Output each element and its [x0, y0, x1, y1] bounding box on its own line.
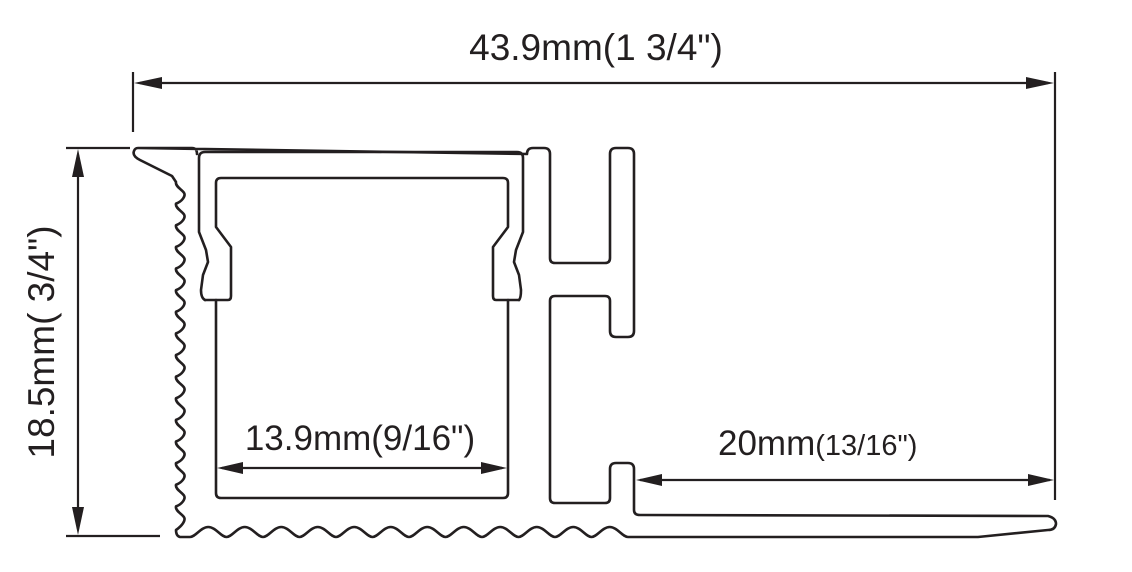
channel-inner-contour	[214, 298, 510, 500]
cover-outer-contour	[197, 150, 525, 302]
arrow-down-icon	[72, 507, 84, 535]
channel-width-dimension: 13.9mm(9/16")	[217, 419, 507, 474]
overall-width-label: 43.9mm(1 3/4")	[469, 27, 723, 68]
arrow-right-icon	[1028, 474, 1054, 486]
arrow-left-icon	[134, 77, 162, 89]
flange-width-mm: 20mm	[718, 424, 815, 463]
flange-width-in: (13/16")	[815, 430, 917, 462]
flange-width-dimension: 20mm(13/16")	[636, 424, 1054, 486]
overall-height-dimension: 18.5mm( 3/4")	[21, 146, 160, 538]
flange-width-label: 20mm(13/16")	[718, 424, 917, 463]
arrow-right-icon	[481, 462, 507, 474]
overall-height-label: 18.5mm( 3/4")	[21, 225, 62, 458]
arrow-up-icon	[72, 149, 84, 177]
overall-width-dimension: 43.9mm(1 3/4")	[131, 27, 1057, 500]
arrow-left-icon	[217, 462, 243, 474]
arrow-right-icon	[1026, 77, 1054, 89]
cover-inner-contour	[203, 176, 521, 302]
arrow-left-icon	[636, 474, 662, 486]
profile-outer-contour	[132, 146, 1058, 539]
channel-width-label: 13.9mm(9/16")	[245, 419, 475, 458]
